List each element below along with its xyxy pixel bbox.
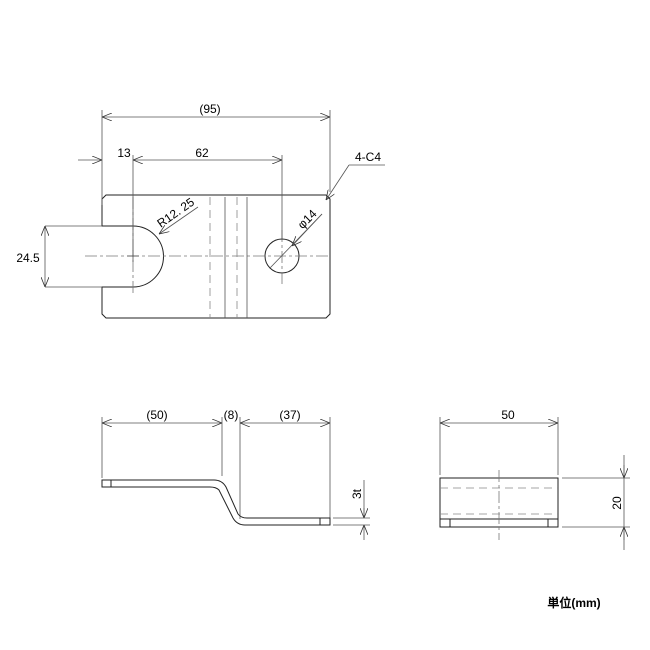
front-view: 50 20 bbox=[439, 408, 630, 550]
dim-overall-length: (95) bbox=[199, 102, 220, 116]
dim-height: 20 bbox=[610, 496, 624, 510]
top-view: (95) 13 62 4-C4 R12. 25 φ14 24.5 bbox=[16, 102, 385, 319]
plate-outline bbox=[101, 194, 331, 319]
dim-width: 50 bbox=[501, 408, 515, 422]
dim-slot-to-hole: 62 bbox=[195, 146, 209, 160]
hole-diameter-label: φ14 bbox=[295, 207, 320, 232]
thickness-label: 3t bbox=[350, 488, 364, 499]
unit-label: 単位(mm) bbox=[547, 595, 600, 610]
dim-right-length: (37) bbox=[279, 408, 300, 422]
slot-width-label: 24.5 bbox=[16, 251, 40, 265]
side-view: (50) (8) (37) 3t bbox=[101, 408, 370, 540]
bent-profile bbox=[101, 479, 331, 526]
slot-radius-label: R12. 25 bbox=[154, 195, 197, 231]
dim-slot-offset: 13 bbox=[117, 146, 131, 160]
dim-bend-length: (8) bbox=[224, 408, 239, 422]
chamfer-label: 4-C4 bbox=[355, 150, 381, 164]
dim-left-length: (50) bbox=[146, 408, 167, 422]
